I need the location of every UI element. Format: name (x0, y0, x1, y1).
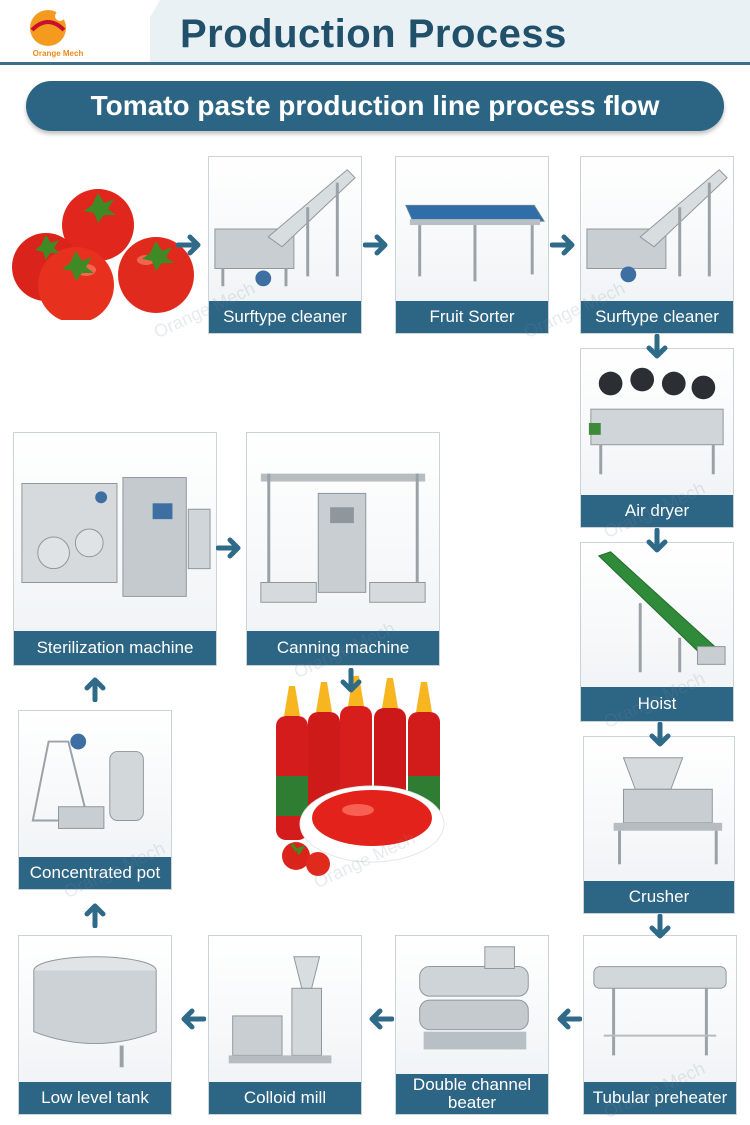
arrow-up-icon (80, 672, 110, 702)
step-label: Hoist (581, 687, 733, 721)
arrow-down-icon (642, 334, 672, 364)
step-label: Double channel beater (396, 1074, 548, 1114)
arrow-right-icon (176, 230, 206, 260)
step-hoist: Hoist (580, 542, 734, 722)
step-low-level-tank: Low level tank (18, 935, 172, 1115)
final-product-image (262, 676, 464, 896)
canning-machine-photo (247, 433, 439, 633)
arrow-left-icon (176, 1004, 206, 1034)
step-label: Canning machine (247, 631, 439, 665)
arrow-left-icon (364, 1004, 394, 1034)
colloid-mill-photo (209, 936, 361, 1084)
step-double-channel-beater: Double channel beater (395, 935, 549, 1115)
step-surftype-cleaner-1: Surftype cleaner (208, 156, 362, 334)
fruit-sorter-photo (396, 157, 548, 303)
step-tubular-preheater: Tubular preheater (583, 935, 737, 1115)
tomatoes-image (6, 175, 196, 323)
arrow-down-icon (645, 914, 675, 944)
step-label: Air dryer (581, 495, 733, 527)
step-label: Concentrated pot (19, 857, 171, 889)
step-label: Fruit Sorter (396, 301, 548, 333)
step-air-dryer: Air dryer (580, 348, 734, 528)
crusher-photo (584, 737, 734, 883)
step-label: Tubular preheater (584, 1082, 736, 1114)
arrow-up-icon (80, 898, 110, 928)
step-canning-machine: Canning machine (246, 432, 440, 666)
step-label: Colloid mill (209, 1082, 361, 1114)
arrow-left-icon (552, 1004, 582, 1034)
hoist-photo (581, 543, 733, 689)
arrow-right-icon (216, 533, 246, 563)
arrow-right-icon (363, 230, 393, 260)
step-crusher: Crusher (583, 736, 735, 914)
subtitle-banner: Tomato paste production line process flo… (26, 81, 724, 131)
arrow-down-icon (642, 528, 672, 558)
surftype-cleaner-photo (209, 157, 361, 303)
header-bar (0, 0, 750, 64)
step-fruit-sorter: Fruit Sorter (395, 156, 549, 334)
concentrated-pot-photo (19, 711, 171, 859)
step-sterilization-machine: Sterilization machine (13, 432, 217, 666)
step-surftype-cleaner-2: Surftype cleaner (580, 156, 734, 334)
sterilization-machine-photo (14, 433, 216, 633)
step-label: Crusher (584, 881, 734, 913)
brand-logo: Orange Mech (18, 4, 98, 60)
surftype-cleaner-photo (581, 157, 733, 303)
step-concentrated-pot: Concentrated pot (18, 710, 172, 890)
tubular-preheater-photo (584, 936, 736, 1084)
arrow-down-icon (336, 668, 366, 698)
double-channel-beater-photo (396, 936, 548, 1076)
page-title: Production Process (180, 12, 567, 56)
arrow-down-icon (645, 722, 675, 752)
step-label: Low level tank (19, 1082, 171, 1114)
step-label: Surftype cleaner (209, 301, 361, 333)
low-level-tank-photo (19, 936, 171, 1084)
header-rule (0, 62, 750, 65)
step-label: Surftype cleaner (581, 301, 733, 333)
arrow-right-icon (550, 230, 580, 260)
air-dryer-photo (581, 349, 733, 497)
step-colloid-mill: Colloid mill (208, 935, 362, 1115)
brand-name: Orange Mech (33, 49, 84, 58)
step-label: Sterilization machine (14, 631, 216, 665)
